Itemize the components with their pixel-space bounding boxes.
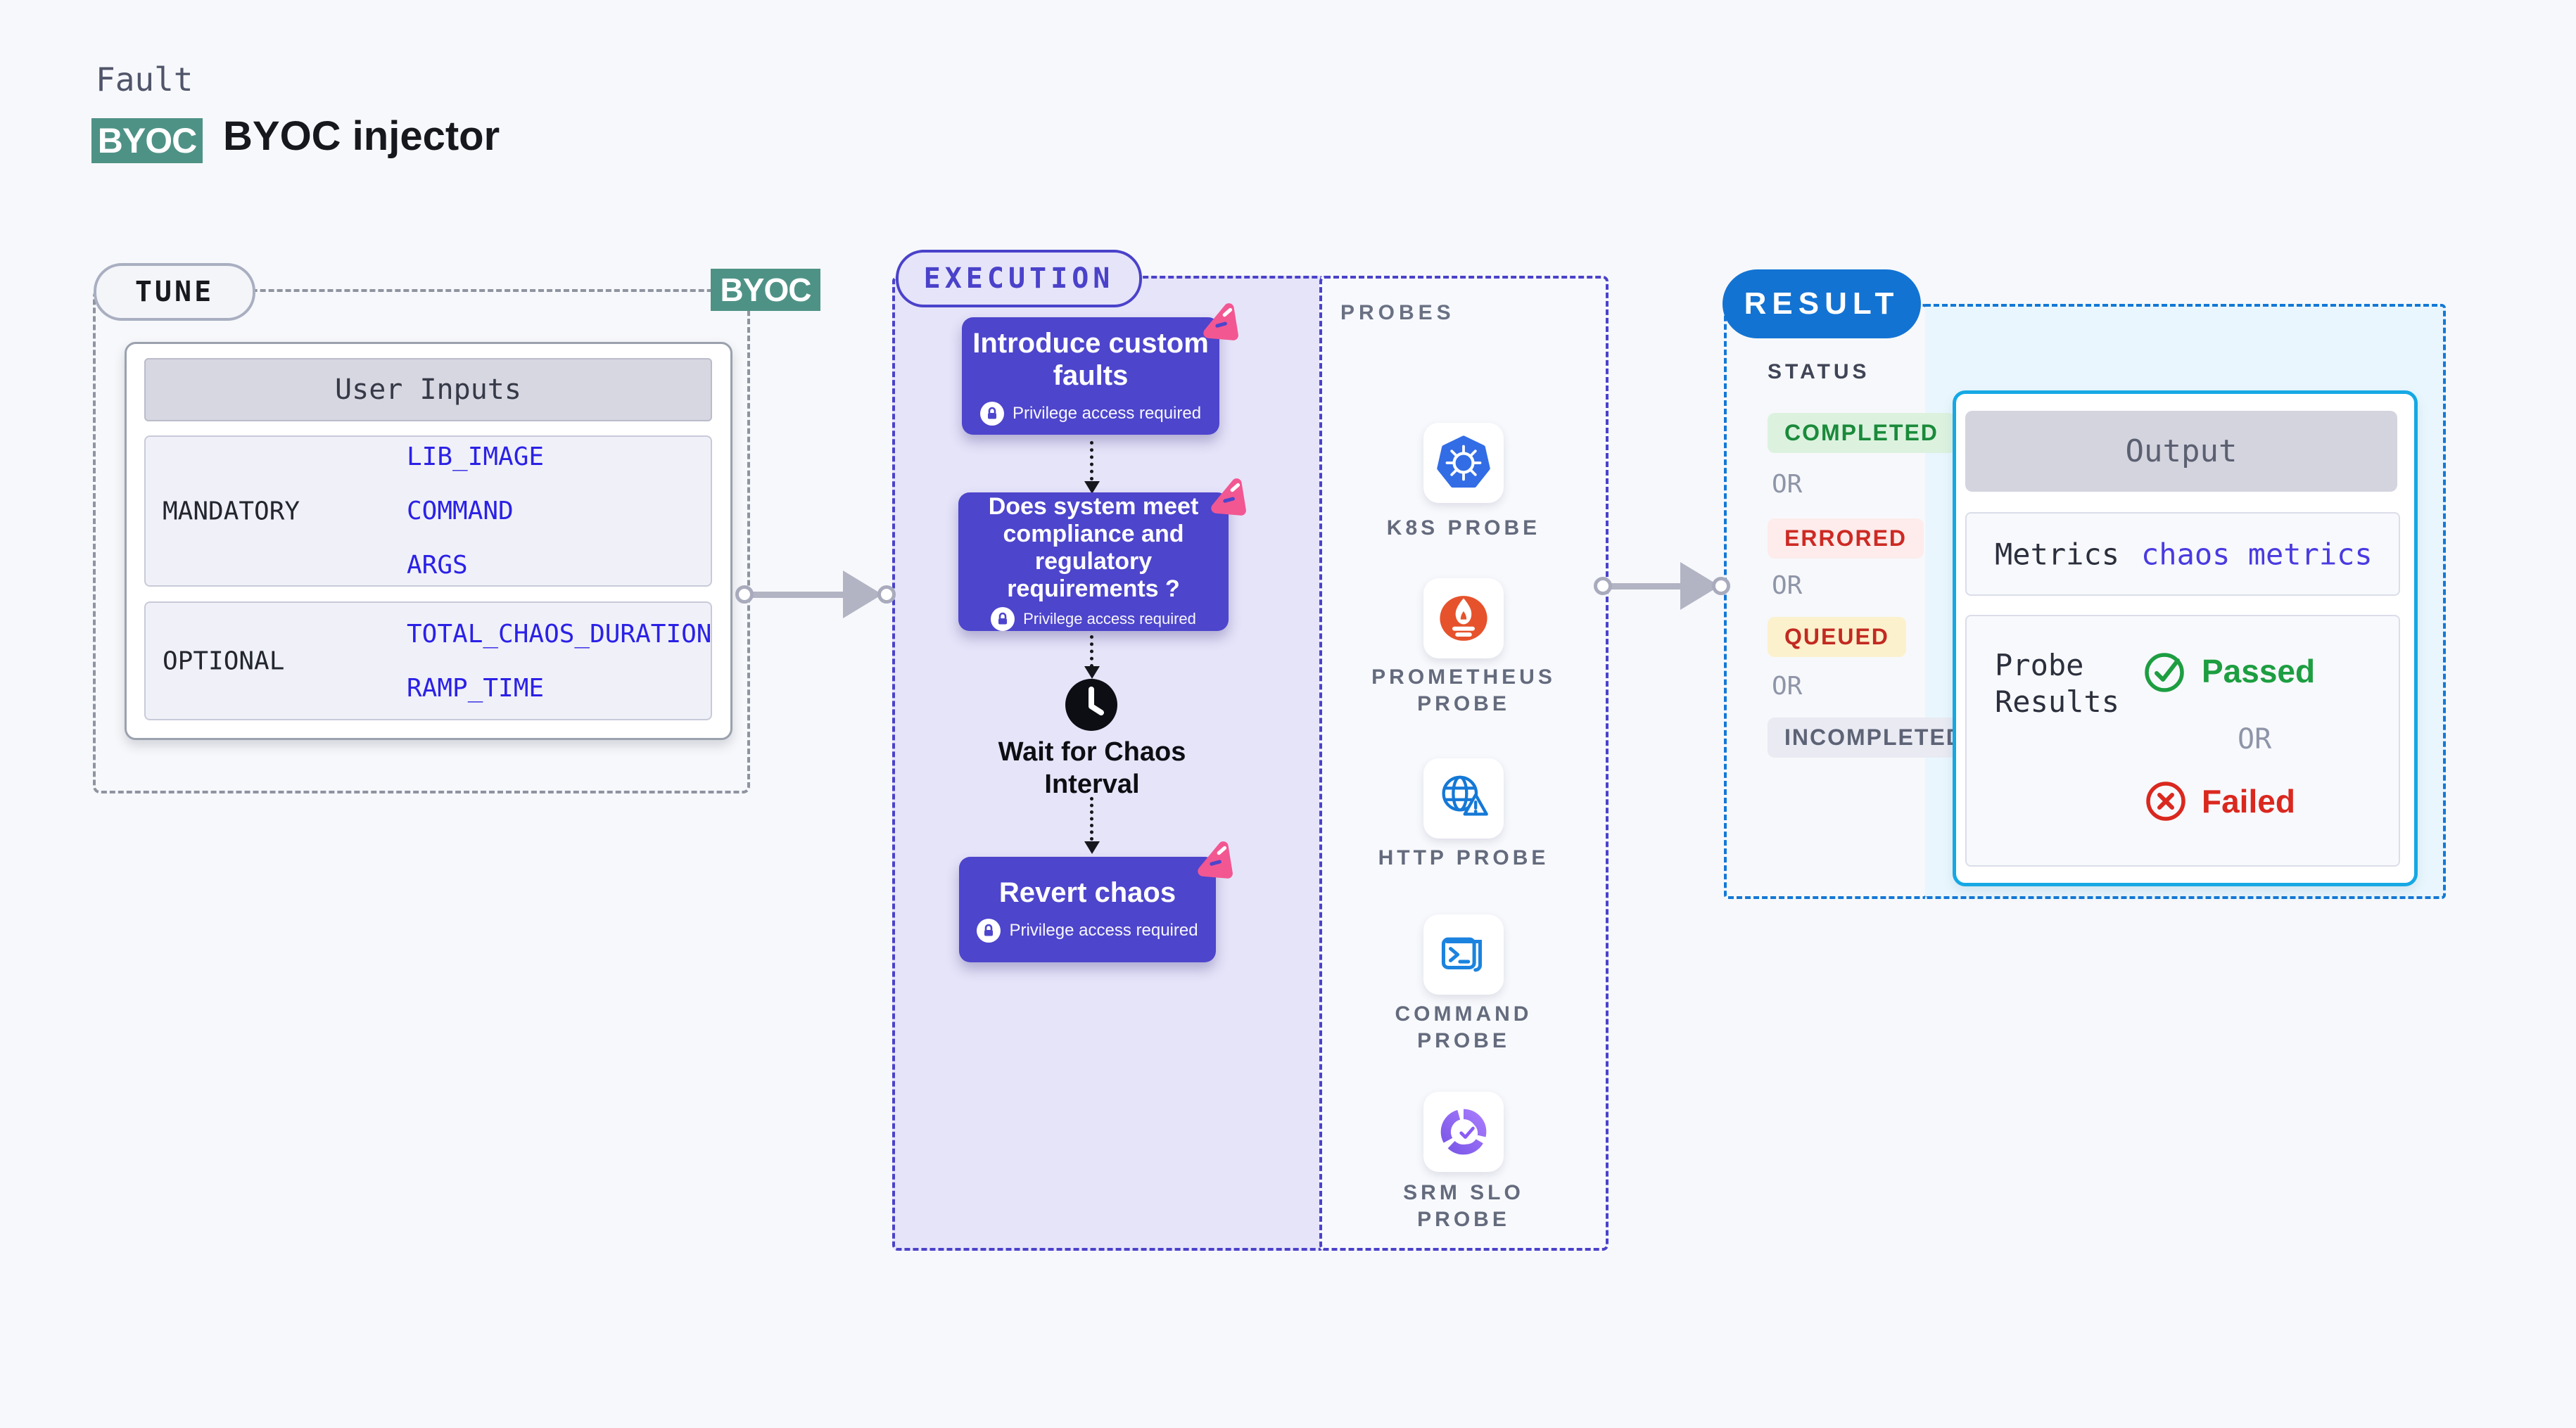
failed-label: Failed [2202, 783, 2295, 820]
kubernetes-icon [1437, 435, 1490, 488]
status-badge-completed: COMPLETED [1768, 413, 1955, 453]
chaos-accent-icon [1198, 841, 1233, 879]
k8s-probe-tile [1423, 423, 1504, 503]
tune-section-box [93, 289, 750, 793]
http-globe-icon [1442, 775, 1488, 816]
arrowhead-icon [1084, 481, 1100, 494]
srm-slo-icon [1440, 1109, 1487, 1155]
lock-icon [991, 606, 1015, 631]
probe-label: SRM SLO PROBE [1403, 1181, 1524, 1231]
failed-result: Failed [2143, 778, 2295, 824]
env-var: COMMAND [407, 497, 514, 525]
tune-to-execution-arrow [744, 592, 843, 598]
privilege-row: Privilege access required [991, 606, 1196, 631]
lock-icon [977, 919, 1001, 943]
flow-connector [1090, 635, 1093, 668]
command-probe-tile [1423, 914, 1504, 995]
status-badge-errored: ERRORED [1768, 518, 1924, 559]
page-title: BYOC injector [223, 113, 500, 159]
arrowhead-icon [843, 570, 882, 618]
tune-pill: TUNE [94, 263, 255, 321]
optional-row: OPTIONAL TOTAL_CHAOS_DURATION RAMP_TIME [144, 601, 712, 720]
connector-dot [1594, 577, 1612, 595]
mandatory-label: MANDATORY [163, 497, 300, 525]
mandatory-values: LIB_IMAGE COMMAND ARGS [407, 437, 544, 585]
introduce-custom-faults-node: Introduce custom faults Privilege access… [962, 317, 1219, 435]
status-title: STATUS [1768, 360, 1870, 383]
metrics-row: Metrics chaos metrics [1965, 512, 2400, 596]
env-var: LIB_IMAGE [407, 442, 545, 471]
mandatory-row: MANDATORY LIB_IMAGE COMMAND ARGS [144, 435, 712, 587]
node-title: Revert chaos [998, 877, 1176, 908]
output-header: Output [1965, 411, 2397, 492]
probe-results-row: Probe Results Passed OR Failed [1965, 615, 2400, 867]
env-var: ARGS [407, 551, 468, 580]
probe-results-label: Probe Results [1995, 648, 2120, 719]
node-title: Introduce custom faults [972, 327, 1209, 391]
result-pill: RESULT [1722, 269, 1921, 338]
flow-connector [1090, 441, 1093, 480]
metrics-label: Metrics [1995, 537, 2120, 571]
srm-slo-probe-tile [1423, 1092, 1504, 1172]
connector-dot [735, 585, 754, 604]
byoc-corner-tag: BYOC [711, 269, 820, 311]
privilege-note: Privilege access required [1009, 921, 1198, 940]
connector-dot [877, 585, 896, 604]
flow-connector [1090, 797, 1093, 841]
fault-eyebrow: Fault [96, 60, 193, 98]
probes-title: PROBES [1340, 301, 1455, 324]
or-separator: OR [1772, 672, 1803, 701]
chaos-accent-icon [1203, 303, 1238, 340]
terminal-icon [1441, 937, 1483, 972]
revert-chaos-node: Revert chaos Privilege access required [959, 857, 1216, 962]
or-separator: OR [2238, 723, 2272, 756]
probe-label: HTTP PROBE [1378, 846, 1549, 869]
env-var: RAMP_TIME [407, 673, 545, 703]
execution-pill: EXECUTION [896, 250, 1142, 307]
byoc-header-badge: BYOC [91, 118, 203, 163]
status-badge-incompleted: INCOMPLETED [1768, 718, 1981, 758]
arrowhead-icon [1084, 841, 1100, 854]
status-badge-queued: QUEUED [1768, 617, 1906, 657]
privilege-row: Privilege access required [979, 401, 1202, 426]
prometheus-probe-tile [1423, 578, 1504, 658]
optional-label: OPTIONAL [163, 646, 285, 675]
lock-icon [979, 401, 1004, 426]
metrics-value: chaos metrics [2141, 537, 2373, 571]
result-status-box [1724, 304, 1928, 899]
compliance-check-node: Does system meet compliance and regulato… [958, 492, 1229, 631]
optional-values: TOTAL_CHAOS_DURATION RAMP_TIME [407, 603, 711, 719]
arrowhead-icon [1084, 666, 1100, 679]
privilege-row: Privilege access required [977, 919, 1198, 943]
wait-for-chaos-label: Wait for Chaos Interval [998, 737, 1186, 799]
or-separator: OR [1772, 470, 1803, 499]
connector-dot [1712, 577, 1730, 595]
http-probe-tile [1423, 758, 1504, 839]
user-inputs-header: User Inputs [144, 358, 712, 421]
prometheus-icon [1440, 596, 1487, 641]
passed-label: Passed [2202, 653, 2316, 689]
x-circle-icon [2146, 782, 2185, 821]
chaos-accent-icon [1211, 478, 1246, 516]
passed-result: Passed [2143, 648, 2315, 694]
privilege-note: Privilege access required [1023, 609, 1196, 627]
probe-label: COMMAND PROBE [1395, 1002, 1533, 1052]
node-title: Does system meet compliance and regulato… [988, 492, 1199, 602]
clock-icon [1065, 679, 1117, 731]
privilege-note: Privilege access required [1012, 403, 1202, 423]
execution-section-box [892, 276, 1325, 1251]
probe-label: PROMETHEUS PROBE [1371, 665, 1556, 715]
probe-label: K8S PROBE [1386, 516, 1541, 540]
env-var: TOTAL_CHAOS_DURATION [407, 619, 712, 649]
probes-to-result-arrow [1603, 583, 1680, 589]
check-circle-icon [2145, 653, 2184, 692]
or-separator: OR [1772, 571, 1803, 600]
